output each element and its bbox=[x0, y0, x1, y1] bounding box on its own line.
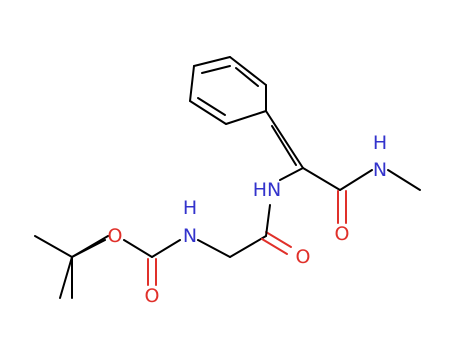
bond-c-n-methyl bbox=[339, 169, 373, 191]
bond-calpha-c bbox=[302, 167, 341, 191]
bond-ring-2 bbox=[193, 56, 231, 67]
atom-n-carbamate: N bbox=[183, 225, 197, 247]
bond-glycine-co-1 bbox=[265, 231, 292, 248]
bond-ring-5 bbox=[225, 110, 267, 125]
bond-ch2-c bbox=[229, 235, 267, 258]
bond-carbamate-c-n bbox=[151, 239, 181, 258]
bond-calpha-cbeta-1 bbox=[265, 110, 304, 169]
atom-o-ester: O bbox=[108, 225, 123, 247]
atom-n-methylamide: N bbox=[373, 159, 387, 181]
bond-ring-4 bbox=[189, 100, 227, 125]
bond-ring-inner-1 bbox=[201, 65, 231, 74]
bond-ring-inner-2 bbox=[197, 97, 226, 116]
bond-ring-3 bbox=[189, 65, 195, 102]
atom-label-layer: O H N O O HN N H O bbox=[108, 132, 388, 307]
bond-calpha-cbeta-2 bbox=[271, 125, 297, 166]
bond-n-methyl bbox=[387, 169, 421, 191]
bond-n-ch2 bbox=[197, 239, 231, 258]
atom-o-carbamate-carbonyl: O bbox=[145, 285, 160, 307]
atom-nh-amide: HN bbox=[253, 179, 282, 201]
bond-glycine-c-n bbox=[265, 204, 271, 237]
atom-h-carbamate: H bbox=[183, 197, 197, 219]
atom-o-methylamide-carbonyl: O bbox=[335, 223, 350, 245]
bond-nh-calpha bbox=[279, 167, 304, 181]
bond-tbu-methyl-left bbox=[34, 235, 73, 258]
bond-layer bbox=[34, 56, 421, 299]
bond-ring-inner-3 bbox=[235, 67, 259, 87]
atom-h-methylamide: H bbox=[373, 132, 387, 154]
bond-ring-1 bbox=[229, 56, 267, 86]
atom-o-glycine-carbonyl: O bbox=[296, 246, 311, 268]
bond-o-carbamate-c bbox=[123, 239, 153, 258]
bond-glycine-co-2 bbox=[261, 238, 288, 255]
bond-tbu-quaternary-down bbox=[59, 256, 73, 299]
bond-tbu-o bbox=[71, 239, 106, 258]
